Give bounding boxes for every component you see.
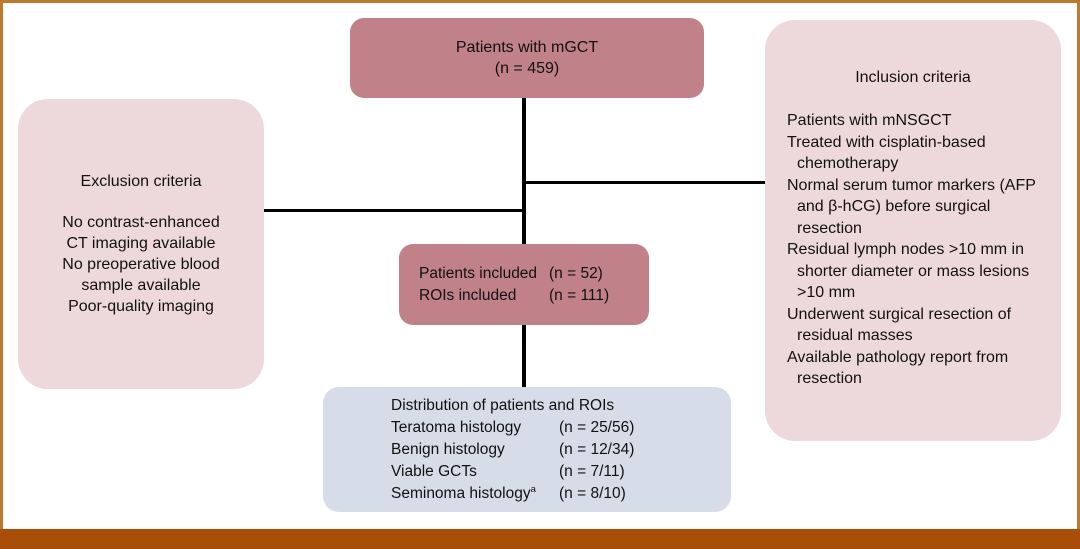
node-count: (n = 459) [494, 60, 560, 77]
inclusion-item: Underwent surgical resection of residual… [787, 305, 1012, 345]
connector-branch-exclusion [264, 209, 526, 212]
inclusion-item: Available pathology report from resectio… [787, 348, 1009, 388]
distribution-row-label: Teratoma histology [391, 418, 522, 436]
included-row-label: ROIs included [419, 286, 517, 304]
frame-border-top [0, 0, 1080, 3]
exclusion-item: CT imaging available [66, 234, 216, 252]
included-row-value: (n = 52) [549, 264, 603, 282]
distribution-row-label: Benign histology [391, 440, 505, 458]
connector-trunk-lower [522, 324, 526, 390]
exclusion-list: No contrast-enhanced CT imaging availabl… [62, 212, 219, 317]
inclusion-item: Residual lymph nodes >10 mm in shorter d… [787, 241, 1030, 301]
connector-branch-inclusion [522, 181, 768, 184]
distribution-row-value: (n = 25/56) [559, 418, 635, 436]
exclusion-item: sample available [81, 276, 201, 294]
distribution-row-value: (n = 7/11) [559, 462, 625, 480]
distribution-row-label-text: Seminoma histology [391, 484, 531, 502]
included-row: Patients included (n = 52) [419, 263, 629, 285]
connector-trunk-upper [522, 96, 526, 246]
inclusion-item: Normal serum tumor markers (AFP and β-hC… [787, 176, 1036, 237]
distribution-row-label: Seminoma histologya [391, 483, 559, 505]
included-row-label: Patients included [419, 264, 538, 282]
distribution-row-value: (n = 8/10) [559, 484, 626, 502]
node-title: Patients with mGCT [455, 39, 599, 56]
exclusion-item: No preoperative blood [62, 255, 220, 273]
distribution-row-value: (n = 12/34) [559, 440, 635, 458]
exclusion-item: Poor-quality imaging [68, 297, 214, 315]
frame-border-right [1077, 0, 1080, 531]
distribution-row: Viable GCTs (n = 7/11) [391, 461, 731, 483]
distribution-row-label: Viable GCTs [391, 462, 477, 480]
footnote-marker: a [530, 483, 536, 495]
included-row-value: (n = 111) [549, 286, 610, 304]
node-inclusion-criteria: Inclusion criteria Patients with mNSGCT … [765, 20, 1061, 441]
node-patients-with-mgct: Patients with mGCT (n = 459) [350, 18, 704, 98]
node-exclusion-criteria: Exclusion criteria No contrast-enhanced … [18, 99, 264, 389]
exclusion-item: No contrast-enhanced [62, 213, 220, 231]
exclusion-heading: Exclusion criteria [80, 172, 202, 190]
distribution-heading: Distribution of patients and ROIs [391, 396, 615, 414]
node-patients-included: Patients included (n = 52) ROIs included… [399, 244, 649, 325]
inclusion-item: Treated with cisplatin-based chemotherap… [787, 133, 986, 173]
distribution-row: Teratoma histology (n = 25/56) [391, 417, 731, 439]
node-distribution: Distribution of patients and ROIs Terato… [323, 387, 731, 512]
frame-border-left [0, 0, 3, 531]
included-row: ROIs included (n = 111) [419, 285, 629, 307]
distribution-row: Benign histology (n = 12/34) [391, 439, 731, 461]
distribution-row: Seminoma histologya (n = 8/10) [391, 483, 731, 505]
inclusion-heading: Inclusion criteria [855, 69, 971, 86]
inclusion-item: Patients with mNSGCT [787, 112, 952, 129]
frame-border-bottom-bar [0, 529, 1080, 549]
